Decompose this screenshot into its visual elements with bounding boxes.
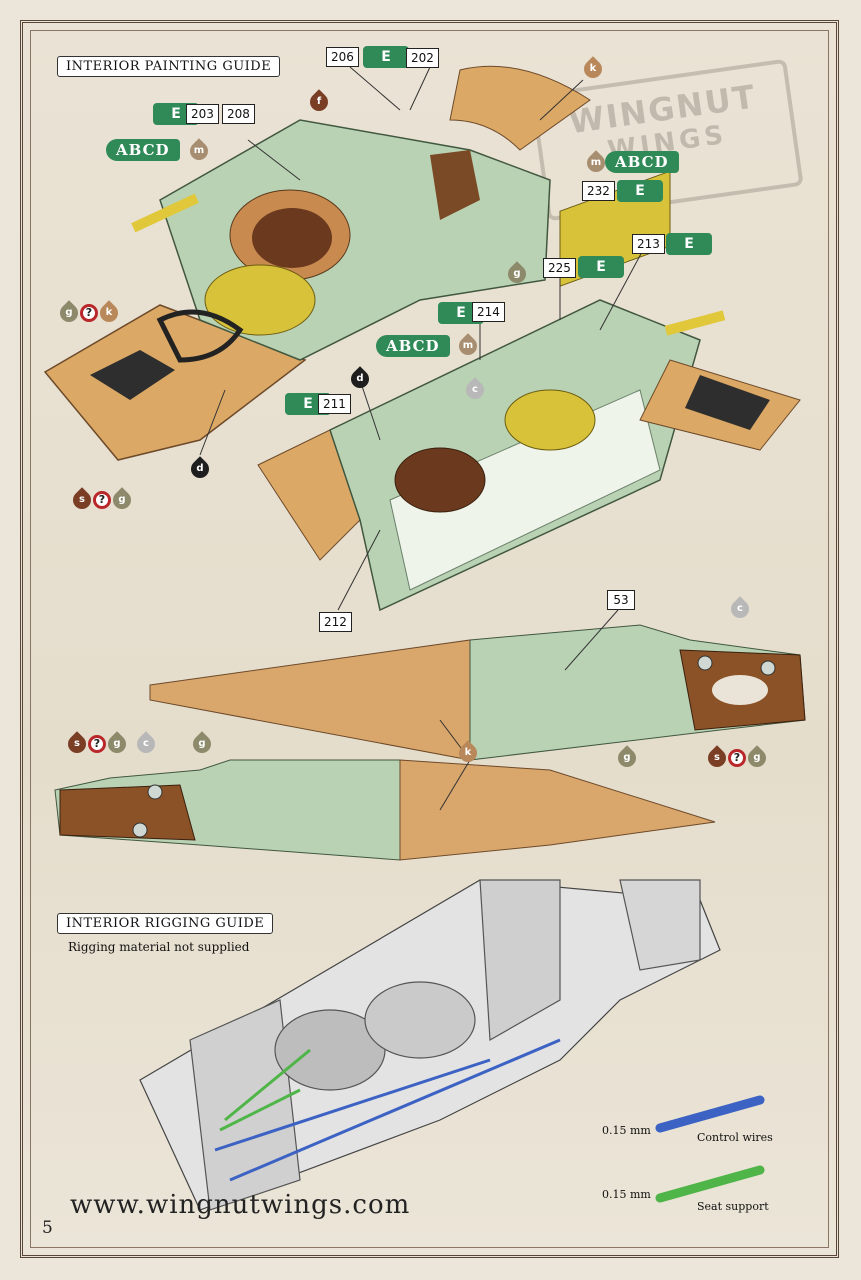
- paint-question-4: ?: [88, 735, 106, 753]
- inner-frame: [30, 30, 829, 1248]
- e-tag-225: E: [578, 256, 624, 278]
- paint-drop-g-4: g: [614, 745, 640, 771]
- abcd-tag-right: ABCD: [605, 151, 679, 173]
- part-202: 202: [406, 48, 439, 68]
- legend-size-1: 0.15 mm: [602, 1124, 651, 1137]
- paint-drop-m-middle: m: [455, 333, 481, 359]
- e-tag-213: E: [666, 233, 712, 255]
- paint-drop-g-7: g: [189, 731, 215, 757]
- e-tag-232: E: [617, 180, 663, 202]
- legend-item-control-wires: Control wires: [697, 1131, 773, 1144]
- paint-drop-m-right: m: [583, 150, 609, 176]
- paint-question-3: ?: [728, 749, 746, 767]
- paint-drop-c-3: c: [133, 731, 159, 757]
- fuselage-side-panel-upper: [149, 624, 806, 761]
- rigging-assembly: [139, 879, 721, 1211]
- paint-drop-s-1: s: [69, 487, 95, 513]
- part-232: 232: [582, 181, 615, 201]
- part-214: 214: [472, 302, 505, 322]
- e-tag-206-202: E: [363, 46, 409, 68]
- control-wire-sample: [655, 1095, 765, 1133]
- abcd-tag-left: ABCD: [106, 139, 180, 161]
- part-212: 212: [319, 612, 352, 632]
- paint-question-1: ?: [80, 304, 98, 322]
- paint-drop-c-2: c: [727, 596, 753, 622]
- paint-drop-s-3: s: [64, 731, 90, 757]
- paint-drop-g-1: g: [504, 261, 530, 287]
- part-225: 225: [543, 258, 576, 278]
- paint-drop-k-3: k: [455, 740, 481, 766]
- abcd-tag-middle: ABCD: [376, 335, 450, 357]
- paint-drop-s-2: s: [704, 745, 730, 771]
- paint-drop-g-2: g: [56, 300, 82, 326]
- paint-drop-k-2: k: [96, 300, 122, 326]
- part-208: 208: [222, 104, 255, 124]
- legend-item-seat-support: Seat support: [697, 1200, 769, 1213]
- paint-drop-g-3: g: [109, 487, 135, 513]
- page-number: 5: [42, 1218, 53, 1238]
- part-203: 203: [186, 104, 219, 124]
- paint-drop-c-1: c: [462, 377, 488, 403]
- upper-assembly-left: [43, 65, 591, 461]
- website-url: www.wingnutwings.com: [70, 1190, 411, 1220]
- paint-drop-k-top: k: [580, 56, 606, 82]
- seat-support-sample: [655, 1165, 765, 1203]
- fuselage-side-panel-lower: [54, 759, 716, 861]
- paint-drop-m-left: m: [186, 138, 212, 164]
- paint-drop-d-1: d: [347, 366, 373, 392]
- paint-drop-g-6: g: [104, 731, 130, 757]
- paint-drop-g-5: g: [744, 745, 770, 771]
- paint-drop-f: f: [306, 89, 332, 115]
- paint-question-2: ?: [93, 491, 111, 509]
- painting-guide-title: INTERIOR PAINTING GUIDE: [57, 56, 281, 77]
- legend-size-2: 0.15 mm: [602, 1188, 651, 1201]
- part-53: 53: [607, 590, 635, 610]
- part-211: 211: [318, 394, 351, 414]
- rigging-note: Rigging material not supplied: [68, 940, 250, 954]
- part-213: 213: [632, 234, 665, 254]
- part-206: 206: [326, 47, 359, 67]
- paint-drop-d-2: d: [187, 456, 213, 482]
- rigging-guide-title: INTERIOR RIGGING GUIDE: [57, 913, 274, 934]
